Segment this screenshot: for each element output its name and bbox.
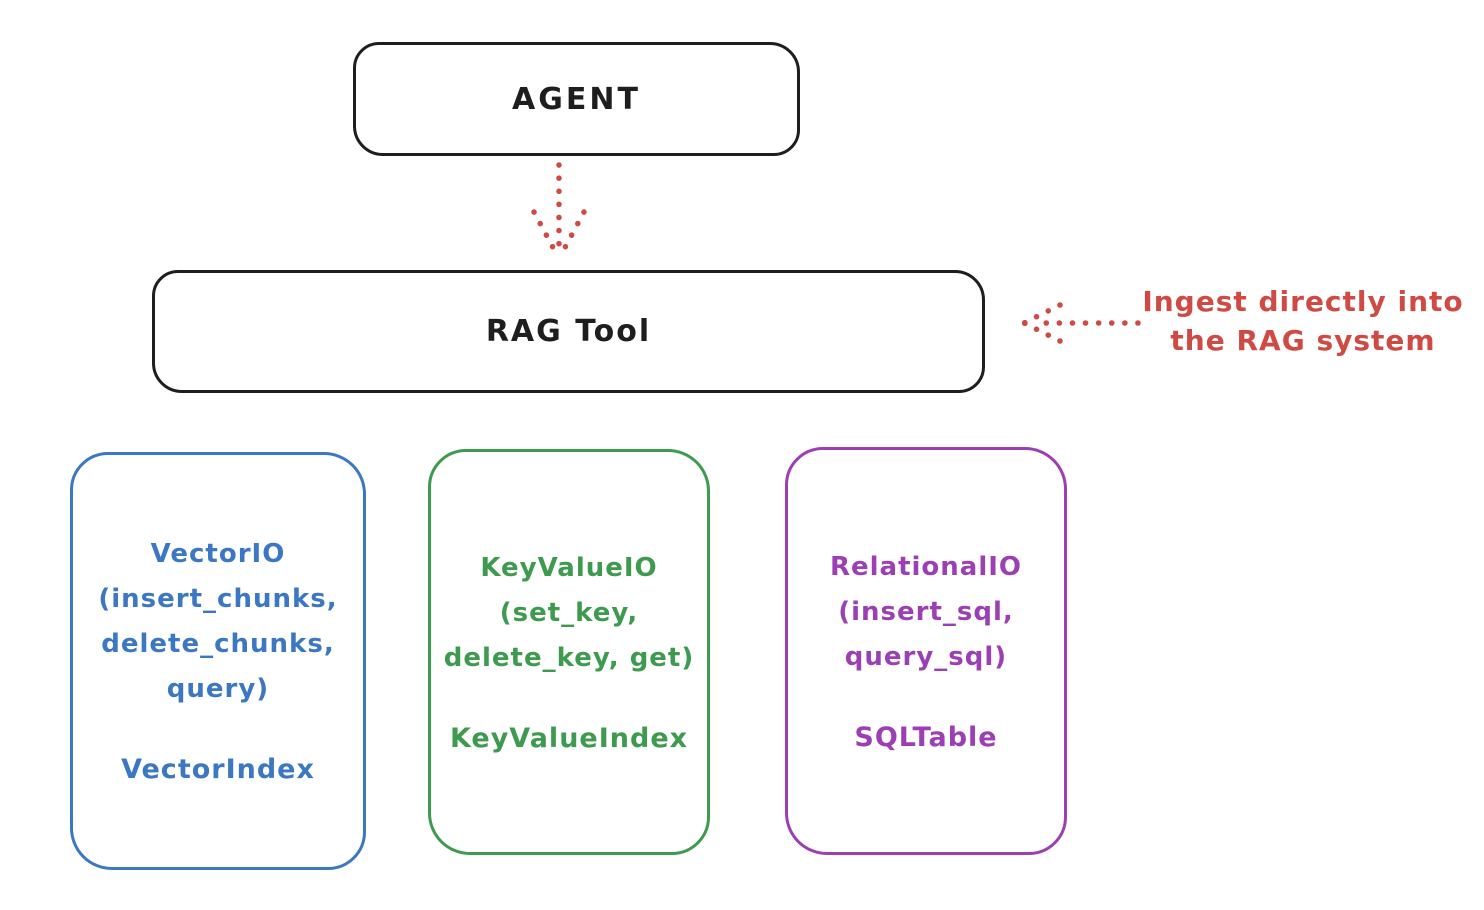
- agent-to-ragtool-arrow: [531, 162, 587, 258]
- relational-io-params: (insert_sql, query_sql): [838, 596, 1014, 672]
- vector-io-box: VectorIO (insert_chunks, delete_chunks, …: [70, 452, 366, 870]
- key-value-io-params: (set_key, delete_key, get): [443, 597, 695, 673]
- ingest-annotation-line2: the RAG system: [1170, 324, 1436, 357]
- vector-io-title: VectorIO: [150, 539, 286, 569]
- relational-io-title: RelationalIO: [829, 551, 1023, 582]
- ingest-annotation: Ingest directly into the RAG system: [1128, 282, 1478, 360]
- agent-label: AGENT: [512, 81, 641, 117]
- rag-tool-label: RAG Tool: [485, 314, 652, 349]
- rag-tool-node: RAG Tool: [152, 270, 985, 393]
- relational-io-box: RelationalIO (insert_sql, query_sql) SQL…: [785, 447, 1067, 855]
- vector-io-params: (insert_chunks, delete_chunks, query): [98, 584, 338, 704]
- vector-index-label: VectorIndex: [121, 754, 315, 785]
- agent-node: AGENT: [353, 42, 800, 156]
- sql-table-label: SQLTable: [854, 721, 998, 753]
- ingest-annotation-line1: Ingest directly into: [1142, 285, 1464, 318]
- key-value-index-label: KeyValueIndex: [449, 722, 689, 754]
- ingest-arrow: [1021, 302, 1141, 344]
- key-value-io-box: KeyValueIO (set_key, delete_key, get) Ke…: [428, 449, 710, 855]
- key-value-io-title: KeyValueIO: [480, 552, 658, 583]
